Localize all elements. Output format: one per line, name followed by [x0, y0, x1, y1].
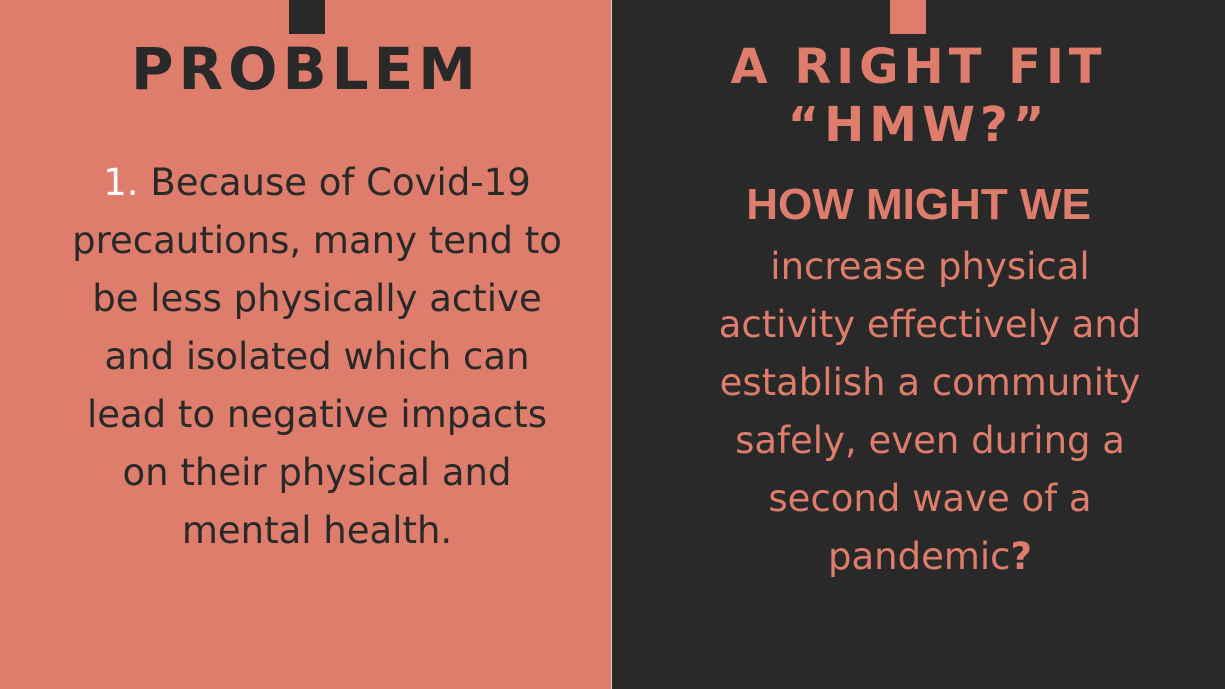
hmw-title-line1: A RIGHT FIT [730, 39, 1107, 95]
list-number: 1. [103, 161, 139, 204]
problem-panel [0, 0, 612, 689]
problem-list-item: 1. Because of Covid-19 precautions, many… [62, 154, 572, 560]
hmw-statement: increase physical activity effectively a… [700, 238, 1160, 586]
hmw-title: A RIGHT FIT “HMW?” [612, 38, 1225, 154]
hmw-body: increase physical activity effectively a… [718, 245, 1142, 578]
question-mark: ? [1010, 535, 1032, 578]
problem-title: PROBLEM [131, 35, 481, 103]
problem-statement: Because of Covid-19 precautions, many te… [72, 161, 562, 552]
right-tab-marker [890, 0, 926, 34]
hmw-panel [612, 0, 1225, 689]
hmw-title-line2: “HMW?” [787, 97, 1050, 153]
left-tab-marker [289, 0, 325, 34]
hmw-heading: HOW MIGHT WE [746, 180, 1091, 229]
